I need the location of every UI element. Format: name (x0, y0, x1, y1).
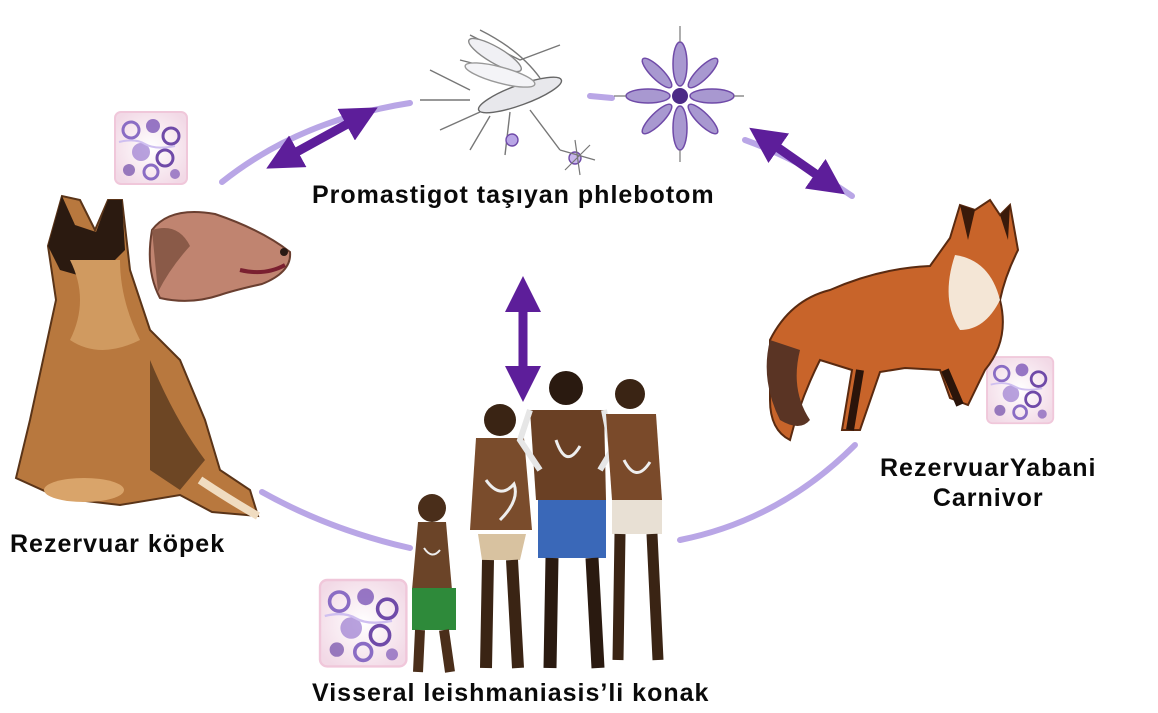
wild-reservoir-label: RezervuarYabani Carnivor (880, 453, 1097, 513)
cycle-line-dog-human (262, 492, 410, 548)
arrow-vector-fox (764, 138, 830, 184)
fox-illustration (767, 200, 1018, 440)
sick-dog-head-illustration (150, 212, 290, 301)
patients-group-illustration (412, 371, 662, 672)
cycle-line-human-fox (680, 445, 855, 540)
child-4 (606, 379, 662, 660)
sandfly-small (560, 140, 595, 175)
child-3 (520, 371, 612, 668)
cycle-line-top-mid (590, 96, 612, 98)
dog-reservoir-label: Rezervuar köpek (10, 530, 225, 559)
vector-label: Promastigot taşıyan phlebotom (312, 181, 715, 210)
promastigote-cluster (614, 26, 744, 162)
wild-reservoir-label-line2: Carnivor (880, 483, 1097, 513)
sandfly-illustration (420, 30, 581, 164)
child-1 (412, 494, 456, 672)
human-host-label: Visseral leishmaniasis’li konak (312, 679, 709, 708)
amastigote-patch-fox (987, 357, 1053, 423)
amastigote-patch-human (320, 580, 406, 666)
transmission-arrows (282, 116, 830, 384)
amastigote-patch-dog (115, 112, 187, 184)
cycle-line-vector-fox (745, 140, 852, 196)
wild-reservoir-label-line1: RezervuarYabani (880, 453, 1097, 483)
